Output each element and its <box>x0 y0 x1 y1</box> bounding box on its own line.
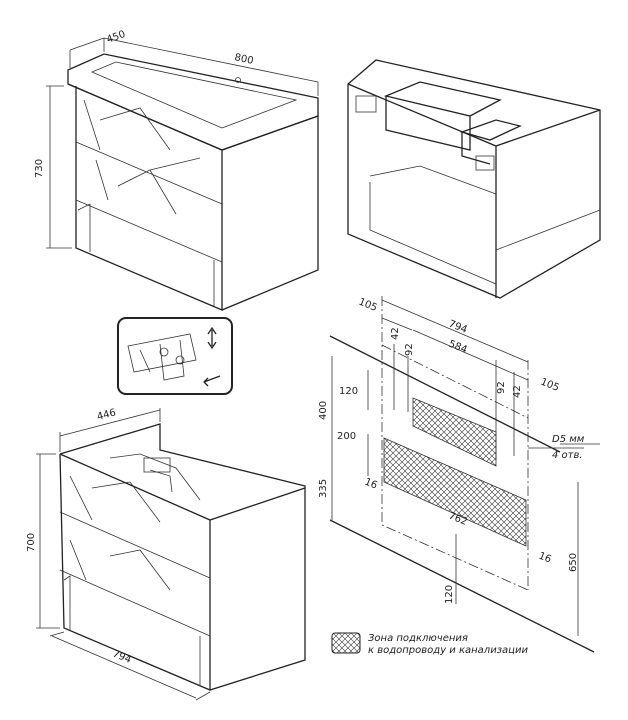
hole-note-diameter: D5 мм <box>552 434 585 445</box>
dim-92-right: 92 <box>496 381 507 394</box>
horizontal-adjust-arrow-icon <box>203 375 221 387</box>
dim-42-right: 42 <box>512 385 523 398</box>
dim-400: 400 <box>318 401 329 420</box>
dim-16-right: 16 <box>537 551 553 566</box>
dim-120-top: 120 <box>339 386 358 397</box>
dim-depth: 450 <box>105 29 127 46</box>
connection-zone-upper <box>412 397 497 467</box>
dim-width: 794 <box>111 649 133 666</box>
legend-hatch-swatch <box>331 632 361 654</box>
cabinet-view-bottom-left: 446 700 794 <box>26 407 306 701</box>
dim-120-bottom: 120 <box>444 585 455 604</box>
dim-height: 730 <box>34 159 45 178</box>
connection-zone-lower <box>383 437 527 547</box>
dim-105-right: 105 <box>539 377 561 394</box>
hole-note-count: 4 отв. <box>552 450 583 461</box>
hinge-detail <box>117 317 233 395</box>
vertical-adjust-arrow-icon <box>207 326 217 350</box>
dim-height: 700 <box>26 533 37 552</box>
dim-335: 335 <box>318 479 329 498</box>
cabinet-view-top-right <box>347 59 601 299</box>
dim-92-left: 92 <box>404 343 415 356</box>
dim-794: 794 <box>447 319 469 336</box>
dim-584: 584 <box>447 339 469 356</box>
installation-dimensions: 105 794 584 42 92 92 42 105 400 120 200 … <box>318 296 600 653</box>
dim-200: 200 <box>337 431 356 442</box>
legend-line-1: Зона подключения <box>368 633 468 644</box>
legend-line-2: к водопроводу и канализации <box>368 645 528 656</box>
dim-width: 800 <box>233 52 254 67</box>
dim-16-left: 16 <box>363 477 379 492</box>
dim-650: 650 <box>568 553 579 572</box>
hinge-icon <box>355 95 377 113</box>
legend: Зона подключения к водопроводу и канализ… <box>331 632 528 656</box>
dim-depth: 446 <box>96 407 117 423</box>
dim-105-left: 105 <box>357 297 379 314</box>
cabinet-view-top-left: 450 800 730 <box>34 29 319 311</box>
dim-42-left: 42 <box>390 327 401 340</box>
